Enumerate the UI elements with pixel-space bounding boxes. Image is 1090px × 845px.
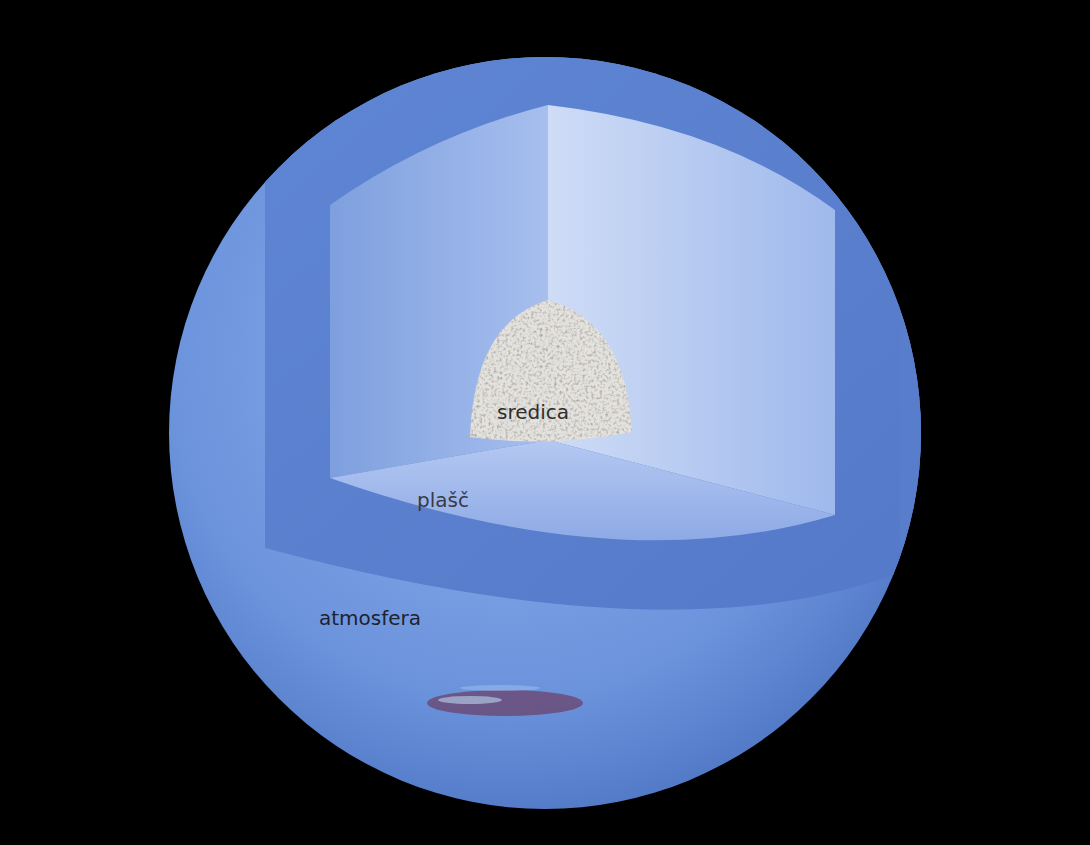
dark-spot [427, 690, 583, 716]
core-dome [470, 300, 632, 441]
mantle-floor [330, 440, 835, 540]
atmosphere-cut [265, 38, 930, 610]
layer-label: atmosfera [319, 607, 421, 629]
layer-label: plašč [417, 489, 469, 511]
layer-label: sredica [497, 401, 569, 423]
